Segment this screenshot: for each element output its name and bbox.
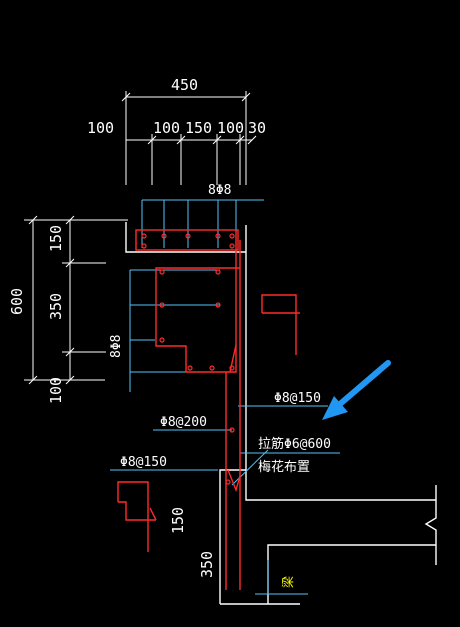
detail-rebar-left-2 xyxy=(118,501,156,521)
rebar-dots xyxy=(141,233,235,485)
outline-wall-left xyxy=(219,469,246,604)
leader-tie-diag xyxy=(231,449,269,486)
tick xyxy=(65,375,75,385)
tick xyxy=(121,92,131,102)
rebar-dot xyxy=(209,365,215,371)
outline-top-ledge xyxy=(125,222,246,253)
label-stirrup-150-left: Φ8@150 xyxy=(120,455,167,470)
break-symbol xyxy=(424,500,437,545)
label-stirrup-200: Φ8@200 xyxy=(160,415,207,430)
dim-text-height-seg-1: 150 xyxy=(47,225,65,252)
label-arrangement: 梅花布置 xyxy=(258,459,310,475)
dim-text-seg-3: 100 xyxy=(217,119,244,137)
tick xyxy=(28,215,38,225)
rebar-dot xyxy=(161,233,167,239)
top-dimension-group xyxy=(121,91,257,185)
detail-rebar-left xyxy=(117,481,149,552)
dim-text-seg-4: 30 xyxy=(248,119,266,137)
dim-text-height-overall: 600 xyxy=(8,288,26,315)
tick xyxy=(212,135,222,145)
tick xyxy=(247,135,257,145)
dim-text-height-seg-3: 100 xyxy=(47,377,65,404)
dim-text-height-seg-2: 350 xyxy=(47,293,65,320)
rebar-dot xyxy=(185,233,191,239)
label-side-rebar: 8Φ8 xyxy=(109,335,124,358)
rebar-dot xyxy=(141,233,147,239)
blue-arrow-icon xyxy=(322,360,391,420)
rebar-dot xyxy=(159,337,165,343)
rebar-dot xyxy=(159,269,165,275)
label-tie-bar: 拉筋Φ6@600 xyxy=(258,436,331,452)
tick xyxy=(176,135,186,145)
arrow-head xyxy=(322,396,348,420)
dim-text-bottom-350: 350 xyxy=(198,551,216,578)
outline-wall-right xyxy=(245,225,436,501)
dim-text-bottom-150: 150 xyxy=(169,507,187,534)
stirrup-hook xyxy=(229,344,237,373)
detail-hook xyxy=(149,507,157,521)
tick xyxy=(241,92,251,102)
label-stirrup-150-right: Φ8@150 xyxy=(274,391,321,406)
arrow-shaft xyxy=(337,360,391,407)
label-beam: 梁 xyxy=(280,576,295,588)
rebar-dot xyxy=(229,427,235,433)
tick xyxy=(65,347,75,357)
rebar-dot xyxy=(215,269,221,275)
top-stirrup xyxy=(135,229,239,251)
tick xyxy=(65,215,75,225)
tie-hook xyxy=(227,469,241,493)
dim-text-left-offset: 100 xyxy=(87,119,114,137)
outline-beam-top xyxy=(267,544,436,604)
rebar-group xyxy=(117,229,300,590)
rebar-dot xyxy=(229,365,235,371)
rebar-dot xyxy=(229,243,235,249)
tick xyxy=(235,135,245,145)
dim-text-overall: 450 xyxy=(171,76,198,94)
rebar-dot xyxy=(141,243,147,249)
rebar-dot xyxy=(215,302,221,308)
dim-text-seg-2: 150 xyxy=(185,119,212,137)
detail-rebar-right xyxy=(261,294,297,355)
dim-text-seg-1: 100 xyxy=(153,119,180,137)
rebar-dot xyxy=(229,233,235,239)
label-top-rebar: 8Φ8 xyxy=(208,183,231,198)
rebar-dot xyxy=(225,479,231,485)
rebar-dot xyxy=(159,302,165,308)
rebar-dot xyxy=(187,365,193,371)
tick xyxy=(28,375,38,385)
left-dimension-group xyxy=(24,215,128,385)
tick xyxy=(65,258,75,268)
tick xyxy=(147,135,157,145)
concrete-outline xyxy=(125,222,437,605)
rebar-dot xyxy=(215,233,221,239)
main-stirrup xyxy=(155,232,240,373)
